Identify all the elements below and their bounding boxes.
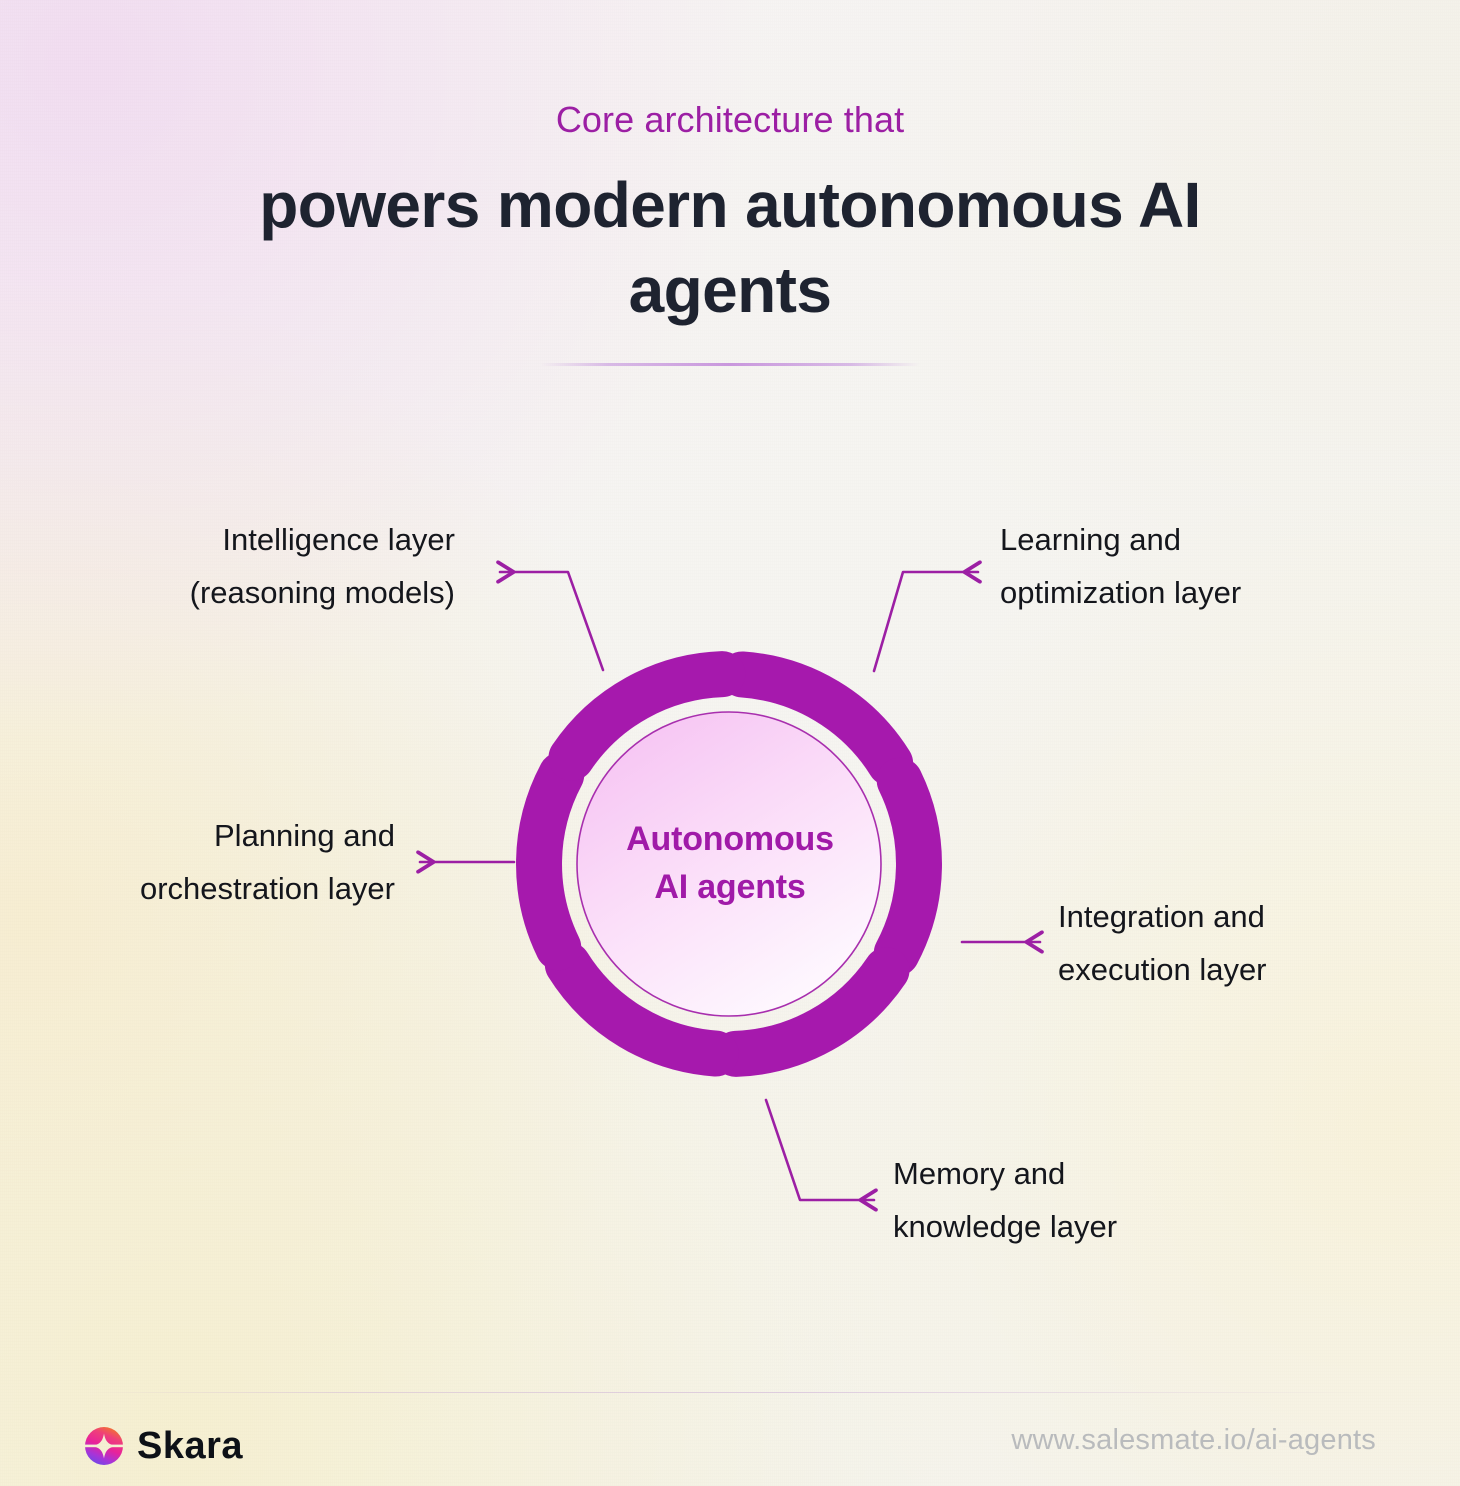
title-divider: [540, 363, 920, 367]
label-planning-line1: Planning and: [214, 818, 395, 853]
label-memory-line2: knowledge layer: [893, 1209, 1118, 1245]
label-learning-line1: Learning and: [1000, 522, 1181, 557]
core-disc: [576, 711, 882, 1017]
label-learning-layer: Learning and optimization layer: [1000, 513, 1241, 620]
footer: Skara www.salesmate.io/ai-agents: [84, 1418, 1376, 1474]
brand-logo: Skara: [84, 1418, 243, 1474]
connector-intelligence: [496, 560, 605, 672]
label-integration-line1: Integration and: [1058, 899, 1265, 934]
site-url: www.salesmate.io/ai-agents: [1011, 1424, 1376, 1456]
skara-logo-icon: [85, 1427, 123, 1465]
brand-name: Skara: [137, 1424, 244, 1467]
ring-segment-3: [712, 947, 910, 1077]
connector-learning: [872, 560, 982, 673]
label-intelligence-layer: Intelligence layer (reasoning models): [190, 513, 455, 620]
label-integration-layer: Integration and execution layer: [1058, 890, 1267, 997]
ring-segment-5: [516, 751, 585, 971]
ring-segment-4: [544, 941, 739, 1077]
header: Core architecture that powers modern aut…: [0, 0, 1460, 367]
connector-memory: [764, 1098, 878, 1212]
ring-segment-6: [548, 651, 746, 781]
core-label-line2: AI agents: [654, 868, 806, 907]
label-integration-line2: execution layer: [1058, 952, 1267, 988]
header-eyebrow: Core architecture that: [555, 99, 905, 140]
label-learning-line2: optimization layer: [1000, 575, 1242, 611]
label-planning-layer: Planning and orchestration layer: [140, 809, 395, 916]
page-title: powers modern autonomous AI agents: [259, 169, 1201, 327]
ring-segment-1: [719, 651, 914, 787]
core-label-line1: Autonomous: [626, 820, 834, 858]
label-planning-line2: orchestration layer: [139, 871, 395, 907]
label-intelligence-line2: (reasoning models): [189, 575, 455, 611]
label-intelligence-line1: Intelligence layer: [222, 522, 455, 557]
label-memory-line1: Memory and: [893, 1156, 1066, 1191]
label-memory-layer: Memory and knowledge layer: [893, 1147, 1117, 1254]
footer-divider: [84, 1392, 1376, 1393]
donut-ring: [516, 651, 942, 1077]
ring-segment-2: [873, 757, 942, 977]
core-label: Autonomous AI agents: [560, 815, 900, 912]
